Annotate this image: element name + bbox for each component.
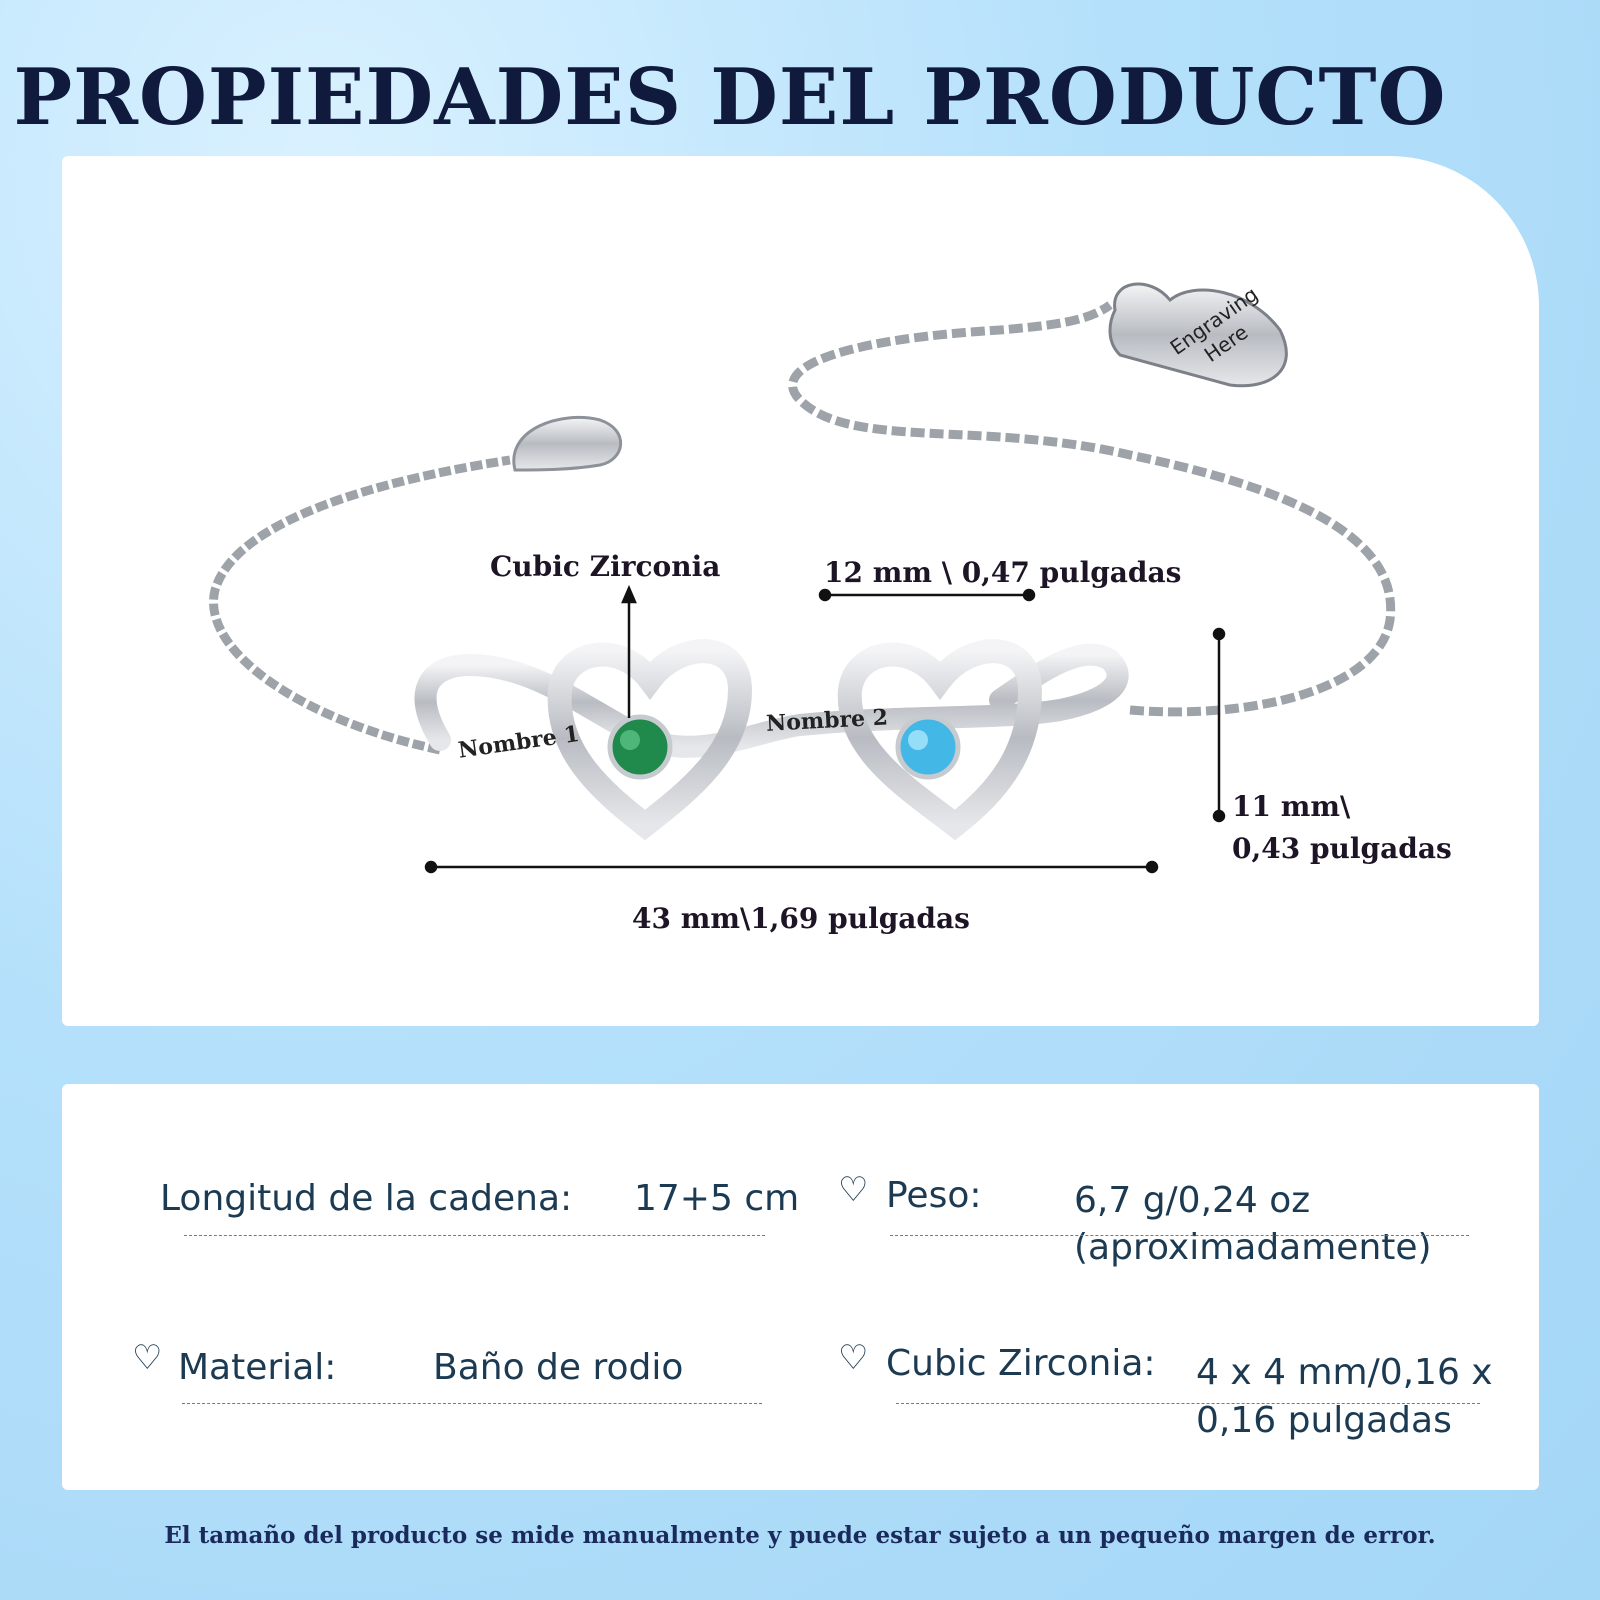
engraving-2: Nombre 2 [765, 704, 888, 736]
spacing-label: 12 mm \ 0,47 pulgadas [824, 556, 1182, 589]
chain-length-label: Longitud de la cadena: [160, 1178, 573, 1219]
heart-left [547, 639, 753, 841]
stone-spec-value-2: 0,16 pulgadas [1196, 1400, 1452, 1441]
material-value: Baño de rodio [433, 1347, 684, 1388]
heart-outline-icon: ♡ [132, 1338, 163, 1378]
lobster-clasp [512, 415, 623, 472]
divider [896, 1403, 1480, 1404]
heart-outline-icon: ♡ [838, 1170, 869, 1210]
weight-value-2: (aproximadamente) [1074, 1227, 1432, 1268]
heart-right [837, 639, 1043, 841]
heart-outline-icon: ♡ [838, 1338, 869, 1378]
chain-right [788, 301, 1396, 717]
material-label: Material: [178, 1347, 337, 1388]
weight-label: Peso: [886, 1175, 982, 1216]
chain-length-value: 17+5 cm [634, 1178, 800, 1219]
stone-spec-value-1: 4 x 4 mm/0,16 x [1196, 1352, 1493, 1393]
height-label-1: 11 mm\ [1232, 790, 1351, 823]
stone-spec-label: Cubic Zirconia: [886, 1343, 1156, 1384]
product-diagram-panel [62, 156, 1539, 1026]
blue-stone [895, 714, 961, 780]
specs-panel [62, 1084, 1539, 1490]
page-title: PROPIEDADES DEL PRODUCTO [13, 52, 1447, 143]
stone-label: Cubic Zirconia [490, 550, 721, 583]
heart-charm: Engraving Here [1108, 282, 1288, 388]
engraving-1: Nombre 1 [457, 721, 581, 764]
divider [890, 1235, 1469, 1236]
green-stone [607, 714, 673, 780]
dimension-lines [424, 584, 1226, 874]
chain-left [209, 455, 511, 755]
weight-value-1: 6,7 g/0,24 oz [1074, 1180, 1311, 1221]
bracelet-image: Engraving Here Nombre 1 Nombre 2 [209, 282, 1396, 874]
height-label-2: 0,43 pulgadas [1232, 832, 1452, 865]
divider [184, 1235, 765, 1236]
width-label: 43 mm\1,69 pulgadas [632, 902, 970, 935]
divider [182, 1403, 762, 1404]
footer-disclaimer: El tamaño del producto se mide manualmen… [164, 1522, 1436, 1549]
